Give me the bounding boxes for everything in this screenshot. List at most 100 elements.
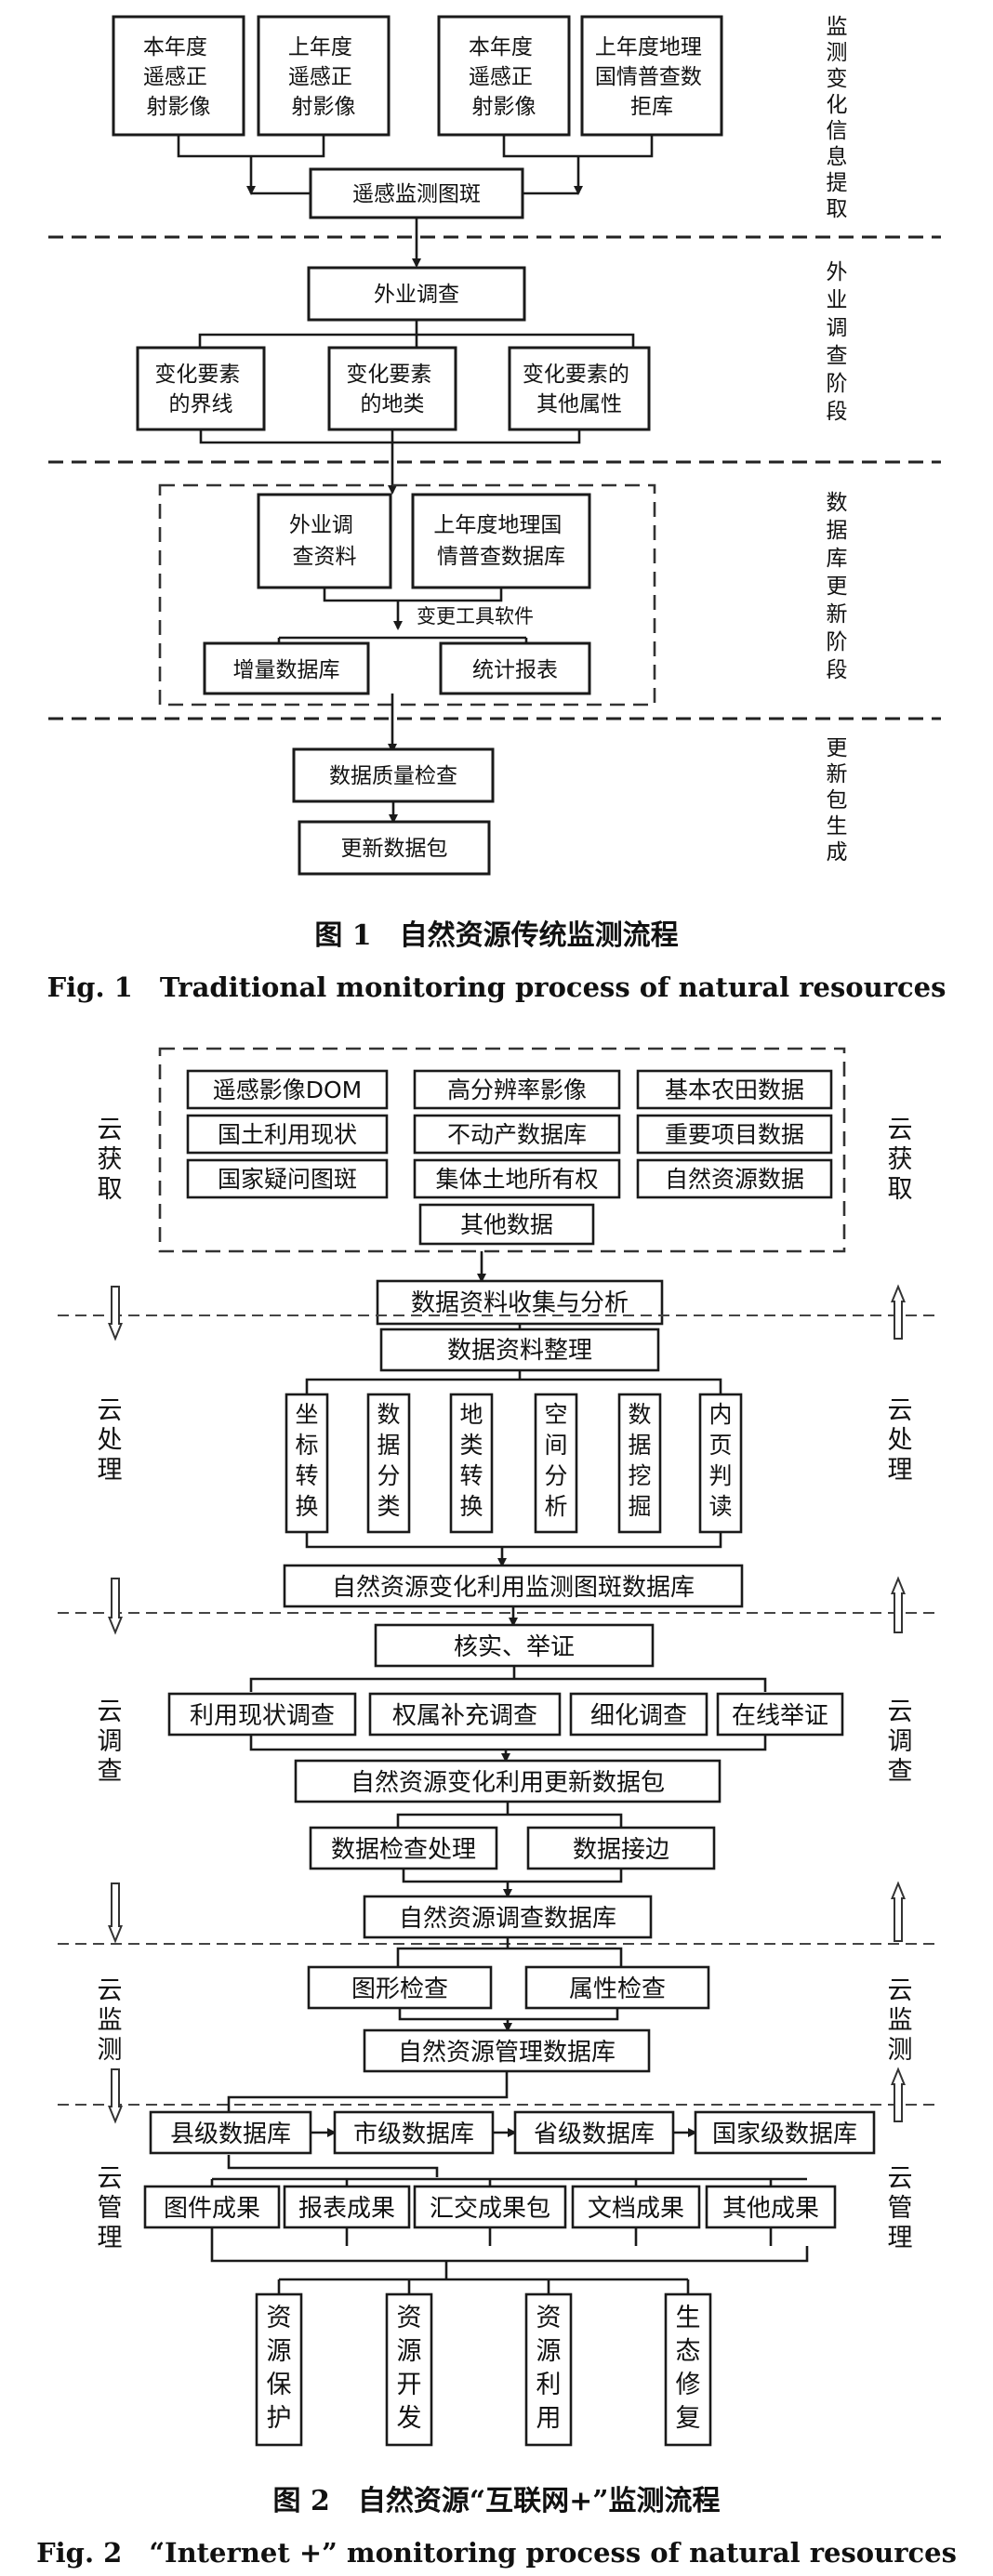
svg-text:变化要素的 其他属性: 变化要素的 其他属性 [523,363,636,416]
survey-row: 利用现状调查权属补充调查细化调查在线举证 [167,1692,844,1737]
data-source-box: 自然资源数据 [636,1158,833,1199]
processing-step-char: 数 [377,1401,400,1428]
stage-label-char: 查 [827,344,848,368]
graphic-check-box: 图形检查 [307,1965,493,2010]
stage-label-char: 调 [827,316,848,340]
figure-1-caption-en: Fig. 1 Traditional monitoring process of… [47,971,947,1003]
cloud-stage-label-right: 云 [888,1698,913,1726]
cloud-stage-label-right: 云 [888,1976,913,2005]
processing-step-char: 页 [708,1432,732,1459]
svg-text:核实、举证: 核实、举证 [454,1633,575,1661]
cloud-stage-label-left: 云 [98,1116,123,1144]
stage-label-char: 变 [827,67,848,91]
stage-label-char: 监 [827,15,848,39]
processing-step-char: 据 [377,1432,400,1459]
cloud-stage-label-left: 测 [98,2036,123,2065]
database-level-label: 县级数据库 [170,2120,291,2148]
database-level-box: 市级数据库 [333,2110,495,2155]
up-arrow-icon [891,1284,906,1340]
cloud-stage-label-right: 处 [888,1426,913,1455]
up-arrow-icon [891,1881,906,1942]
change-landclass-box: 变化要素 的地类 [327,346,457,431]
connector [198,320,635,348]
stage-label-char: 新 [827,602,848,627]
svg-text:增量数据库: 增量数据库 [233,658,340,682]
result-output-label: 图件成果 [164,2195,260,2223]
cloud-stage-label-right: 调 [888,1727,913,1756]
connector [249,1666,767,1692]
stage-label-char: 外 [827,260,848,284]
attribute-check-box: 属性检查 [524,1965,710,2010]
resource-use-char: 源 [536,2337,562,2366]
data-source-label: 国土利用现状 [218,1121,357,1148]
data-source-box: 遥感影像DOM [186,1069,389,1110]
quality-check-box: 数据质量检查 [292,747,495,803]
svg-text:本年度 遥感正 射影像: 本年度 遥感正 射影像 [469,35,539,119]
svg-text:属性检查: 属性检查 [569,1975,666,2003]
svg-text:数据接边: 数据接边 [573,1836,669,1864]
cloud-stage-label-left: 理 [98,2224,123,2252]
svg-text:外业调查: 外业调查 [374,283,459,307]
collect-analyze-box: 数据资料收集与分析 [376,1279,664,1326]
processing-step-char: 内 [708,1401,732,1428]
figure-1: 本年度 遥感正 射影像 上年度 遥感正 射影像 本年度 遥感正 射影像 [47,15,947,1003]
cloud-stage-label-left: 取 [98,1175,123,1204]
up-arrow-icon [891,2067,906,2122]
svg-text:变化要素 的地类: 变化要素 的地类 [346,363,438,416]
data-source-label: 国家疑问图斑 [218,1166,357,1193]
stage-label-char: 阶 [827,630,848,654]
stage-label-char: 取 [827,197,848,221]
stage-label-char: 阶 [827,372,848,396]
figure-1-caption-cn: 图 1 自然资源传统监测流程 [314,919,678,952]
data-source-box: 基本农田数据 [636,1069,833,1110]
cloud-stage-label-left: 监 [98,2006,123,2035]
stage-label-char: 更 [827,736,848,760]
cloud-stage-label-right: 理 [888,2224,913,2252]
survey-label: 在线举证 [732,1702,828,1730]
incremental-database-box: 增量数据库 [203,641,370,695]
data-check-box: 数据检查处理 [309,1826,498,1870]
cloud-stage-label-right: 监 [888,2006,913,2035]
cloud-stage-label-right: 云 [888,1396,913,1425]
data-source-box: 国土利用现状 [186,1114,389,1155]
data-source-box: 国家疑问图斑 [186,1158,389,1199]
patch-database-box: 自然资源变化利用监测图斑数据库 [283,1564,744,1608]
update-region [158,483,656,707]
cloud-stage-label-right: 测 [888,2036,913,2065]
result-output-box: 汇交成果包 [413,2185,567,2229]
stage-label-char: 成 [827,840,848,865]
cloud-stage-label-right: 取 [888,1175,913,1204]
data-source-label: 自然资源数据 [665,1166,804,1193]
resource-use-char: 生 [676,2304,701,2332]
data-source-box: 其他数据 [418,1203,595,1246]
survey-label: 权属补充调查 [392,1702,537,1730]
survey-box: 细化调查 [569,1692,708,1737]
processing-step-char: 分 [377,1462,400,1489]
cloud-stage-label-left: 调 [98,1727,123,1756]
management-database-box: 自然资源管理数据库 [363,2028,651,2073]
result-output-label: 其他成果 [722,2195,819,2223]
data-source-label: 不动产数据库 [447,1121,587,1148]
cloud-stage-label-right: 理 [888,1456,913,1485]
database-level-box: 国家级数据库 [694,2110,876,2155]
svg-text:外业调 查资料: 外业调 查资料 [289,513,360,569]
stage-label-char: 数 [827,491,848,515]
svg-text:遥感监测图斑: 遥感监测图斑 [352,182,481,206]
stage-label-char: 信 [827,119,848,143]
connector [396,1802,623,1828]
cloud-stage-label-right: 云 [888,2164,913,2193]
change-boundary-box: 变化要素 的界线 [136,346,266,431]
survey-box: 在线举证 [716,1692,844,1737]
svg-text:数据质量检查: 数据质量检查 [329,764,457,788]
result-output-box: 其他成果 [705,2185,837,2229]
